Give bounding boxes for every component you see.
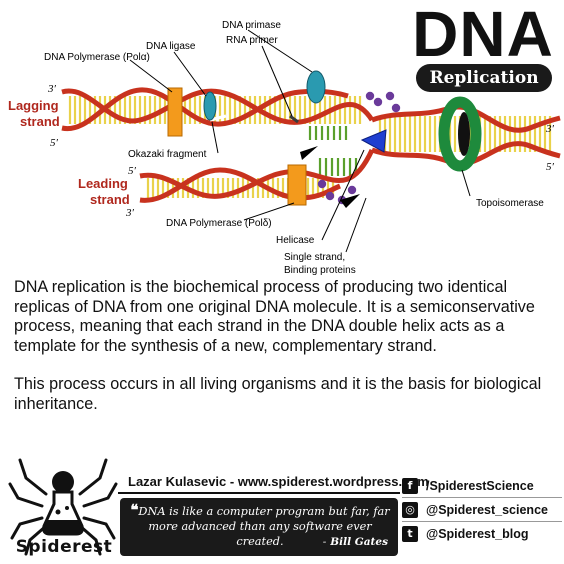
end-label-right-top: 3′ <box>545 123 555 135</box>
quote-author-dash: - <box>322 536 327 548</box>
label-leading-strand-2: strand <box>90 192 130 207</box>
binding-protein <box>317 179 327 189</box>
leading-new-strand <box>139 167 341 203</box>
leader-lines <box>129 29 471 253</box>
helicase <box>360 129 387 153</box>
binding-protein <box>373 97 383 107</box>
description: DNA replication is the biochemical proce… <box>14 278 554 433</box>
dna-primase <box>306 70 326 104</box>
quote-box: ❝DNA is like a computer program but far,… <box>120 498 398 556</box>
facebook-icon: f <box>402 478 418 494</box>
dna-polymerase-alpha <box>167 87 183 137</box>
label-rna-primer: RNA primer <box>226 35 278 46</box>
label-lagging-strand-2: strand <box>20 114 60 129</box>
binding-protein <box>385 91 395 101</box>
twitter-icon: t <box>402 526 418 542</box>
label-leading-strand-1: Leading <box>78 176 128 191</box>
instagram-icon: ◎ <box>402 502 418 518</box>
dna-polymerase-delta <box>287 164 307 206</box>
lagging-template-strand <box>61 88 375 125</box>
social-instagram[interactable]: ◎ @Spiderest_science <box>402 502 562 520</box>
end-label-lagging-top: 3′ <box>47 83 57 95</box>
topoisomerase-ring-inner <box>458 112 470 156</box>
end-label-right-bottom: 5′ <box>546 161 555 173</box>
label-ssb-line2: Binding proteins <box>284 265 356 276</box>
dna-replication-diagram: DNA Polymerase (Polα) DNA ligase DNA pri… <box>8 20 561 276</box>
spiderest-logo-icon <box>8 458 118 556</box>
label-lagging-strand-1: Lagging <box>8 98 59 113</box>
label-dna-polymerase-delta: DNA Polymerase (Polδ) <box>166 218 272 229</box>
title-dna: DNA <box>412 0 554 70</box>
leader-arrowheads <box>300 146 360 208</box>
label-dna-primase: DNA primase <box>222 20 281 31</box>
end-label-lagging-bottom: 5′ <box>50 137 59 149</box>
single-strand-binding-proteins <box>317 91 401 205</box>
social-divider-1 <box>402 497 562 498</box>
brand-name: Spiderest <box>15 537 113 557</box>
quote-author: -Bill Gates <box>323 536 388 548</box>
social-twitter[interactable]: t @Spiderest_blog <box>402 526 562 544</box>
quote-text: ❝DNA is like a computer program but far,… <box>128 503 392 549</box>
label-dna-ligase: DNA ligase <box>146 41 196 52</box>
parent-strand-bottom <box>371 141 561 167</box>
author-credit: Lazar Kulasevic - www.spiderest.wordpres… <box>128 474 429 489</box>
social-facebook-label[interactable]: /SpiderestScience <box>426 479 534 493</box>
quote-author-name: Bill Gates <box>330 536 388 548</box>
quote-body: DNA is like a computer program but far, … <box>138 505 390 548</box>
end-label-leading-bottom: 3′ <box>125 207 135 219</box>
description-paragraph-2: This process occurs in all living organi… <box>14 375 542 413</box>
topoisomerase-ring <box>438 96 482 172</box>
description-paragraph-1: DNA replication is the biochemical proce… <box>14 278 535 355</box>
label-helicase: Helicase <box>276 235 315 246</box>
quote-mark-icon: ❝ <box>130 501 139 519</box>
label-dna-polymerase-alpha: DNA Polymerase (Polα) <box>44 52 150 63</box>
dna-ligase <box>203 91 217 121</box>
rna-primer <box>289 114 299 124</box>
social-facebook[interactable]: f /SpiderestScience <box>402 478 562 496</box>
label-topoisomerase: Topoisomerase <box>476 198 544 209</box>
binding-protein <box>365 91 375 101</box>
label-okazaki-fragment: Okazaki fragment <box>128 149 207 160</box>
okazaki-fragment-gap <box>209 114 227 122</box>
label-ssb-line1: Single strand, <box>284 252 345 263</box>
binding-protein <box>325 191 335 201</box>
social-twitter-label[interactable]: @Spiderest_blog <box>426 527 529 541</box>
binding-protein <box>391 103 401 113</box>
end-label-leading-top: 5′ <box>128 165 137 177</box>
social-instagram-label[interactable]: @Spiderest_science <box>426 503 548 517</box>
social-divider-2 <box>402 521 562 522</box>
title-replication: Replication <box>416 64 552 92</box>
credit-divider <box>118 492 400 494</box>
binding-protein <box>347 185 357 195</box>
parent-strand-top <box>371 104 561 133</box>
